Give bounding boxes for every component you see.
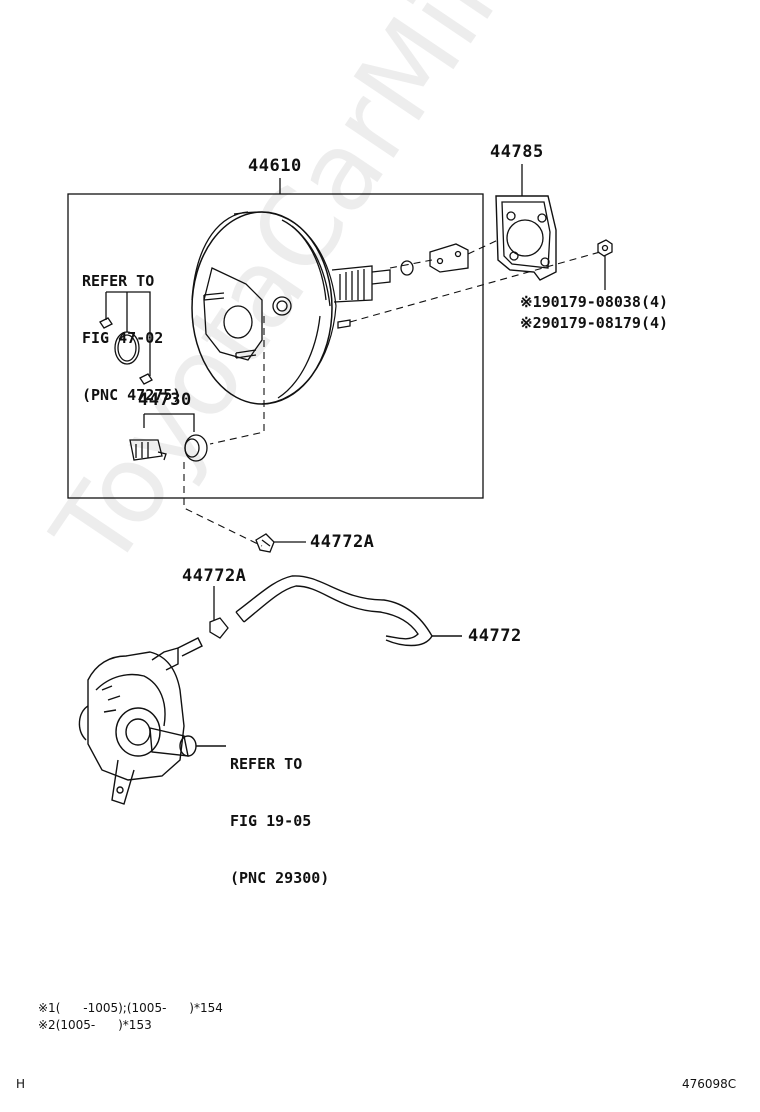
o-ring-drawing	[99, 291, 153, 385]
footer-left-code: H	[16, 1077, 26, 1091]
callout-44772: 44772	[468, 626, 522, 646]
footnote-1: ※1( -1005);(1005- )*154	[38, 1001, 223, 1015]
assembly-frame	[67, 193, 484, 499]
fastener-part-2: ※290179-08179(4)	[520, 314, 669, 332]
booster-gasket-drawing	[495, 164, 557, 281]
callout-44610: 44610	[248, 156, 302, 176]
refer-upper-line2: FIG 47-02	[82, 329, 164, 347]
refer-lower-line2: FIG 19-05	[230, 812, 312, 830]
vacuum-pump-drawing	[78, 637, 226, 805]
figure-id: 476098C	[682, 1077, 737, 1091]
hose-clip-lower-drawing	[209, 586, 229, 639]
refer-note-lower: REFER TO FIG 19-05 (PNC 29300)	[230, 717, 329, 926]
brake-booster-drawing	[191, 211, 469, 405]
refer-note-upper: REFER TO FIG 47-02 (PNC 47275)	[82, 234, 181, 443]
callout-44772a-upper: 44772A	[310, 532, 375, 552]
hose-clip-upper-drawing	[255, 533, 306, 553]
nut-drawing	[597, 239, 613, 290]
callout-44772a-lower: 44772A	[182, 566, 247, 586]
callout-44730: 44730	[138, 390, 192, 410]
check-valve-drawing	[129, 413, 208, 462]
footnote-2: ※2(1005- )*153	[38, 1018, 152, 1032]
refer-lower-line1: REFER TO	[230, 755, 303, 773]
refer-upper-line3: (PNC 47275)	[82, 386, 182, 404]
vacuum-hose-drawing	[235, 575, 462, 647]
refer-upper-line1: REFER TO	[82, 272, 155, 290]
callout-44785: 44785	[490, 142, 544, 162]
fastener-part-1: ※190179-08038(4)	[520, 293, 669, 311]
refer-lower-line3: (PNC 29300)	[230, 869, 330, 887]
